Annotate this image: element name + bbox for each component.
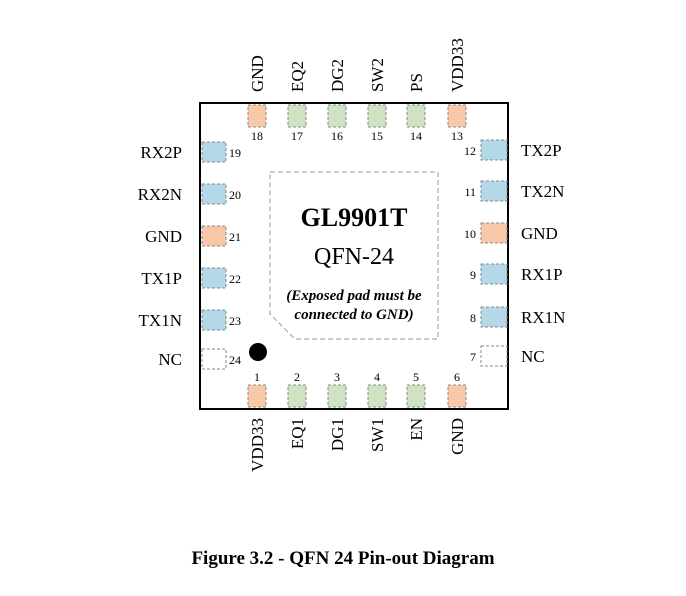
pin-24-pad: [201, 348, 227, 370]
pin-5-pad: [406, 384, 426, 408]
pin-16-number: 16: [331, 129, 343, 143]
pin-15-number: 15: [371, 129, 383, 143]
pin-23-label: TX1N: [139, 311, 182, 330]
pin-22-label: TX1P: [141, 269, 182, 288]
exposed-pad-note-line1: (Exposed pad must be: [286, 288, 422, 304]
pin-5-number: 5: [413, 370, 419, 384]
chip-name: GL9901T: [301, 203, 408, 232]
pin-11-number: 11: [464, 185, 476, 199]
pin-24-label: NC: [158, 350, 182, 369]
pin-18-number: 18: [251, 129, 263, 143]
pin-3-number: 3: [334, 370, 340, 384]
exposed-pad: [269, 171, 439, 340]
pin-4-pad: [367, 384, 387, 408]
pin-12-number: 12: [464, 144, 476, 158]
pin-9-pad: [480, 263, 508, 285]
pin-17-number: 17: [291, 129, 303, 143]
pin-19-pad: [201, 141, 227, 163]
pin-12-pad: [480, 139, 508, 161]
pin-13-label: VDD33: [448, 38, 467, 92]
pin-2-label: EQ1: [288, 418, 307, 449]
pin-4-number: 4: [374, 370, 380, 384]
pin-20-pad: [201, 183, 227, 205]
pin-1-label: VDD33: [248, 418, 267, 472]
pin-23-pad: [201, 309, 227, 331]
pin-22-number: 22: [229, 272, 241, 286]
pin-17-label: EQ2: [288, 61, 307, 92]
pin-14-pad: [406, 104, 426, 128]
pin-22-pad: [201, 267, 227, 289]
figure-caption: Figure 3.2 - QFN 24 Pin-out Diagram: [191, 548, 495, 569]
pin-3-label: DG1: [328, 418, 347, 451]
pin-1-number: 1: [254, 370, 260, 384]
pin-13-number: 13: [451, 129, 463, 143]
pin-11-pad: [480, 180, 508, 202]
pin-6-pad: [447, 384, 467, 408]
pin-17-pad: [287, 104, 307, 128]
pin-7-pad: [480, 345, 508, 367]
pin-10-pad: [480, 222, 508, 244]
pin-4-label: SW1: [368, 418, 387, 452]
pin-21-number: 21: [229, 230, 241, 244]
pin-20-number: 20: [229, 188, 241, 202]
pin-8-pad: [480, 306, 508, 328]
pin-21-label: GND: [145, 227, 182, 246]
pin-7-label: NC: [521, 347, 545, 366]
pin-1-pad: [247, 384, 267, 408]
pin-15-label: SW2: [368, 58, 387, 92]
pin-11-label: TX2N: [521, 182, 564, 201]
pin-2-number: 2: [294, 370, 300, 384]
pin-14-number: 14: [410, 129, 422, 143]
pin1-marker-dot: [249, 343, 267, 361]
pin-9-label: RX1P: [521, 265, 563, 284]
pin-12-label: TX2P: [521, 141, 562, 160]
pin-13-pad: [447, 104, 467, 128]
pin-18-pad: [247, 104, 267, 128]
pin-24-number: 24: [229, 353, 241, 367]
pin-23-number: 23: [229, 314, 241, 328]
pin-8-number: 8: [470, 311, 476, 325]
pin-21-pad: [201, 225, 227, 247]
pin-20-label: RX2N: [138, 185, 182, 204]
pin-19-number: 19: [229, 146, 241, 160]
pin-7-number: 7: [470, 350, 476, 364]
pin-16-label: DG2: [328, 59, 347, 92]
pin-19-label: RX2P: [140, 143, 182, 162]
pin-9-number: 9: [470, 268, 476, 282]
pin-10-label: GND: [521, 224, 558, 243]
pin-14-label: PS: [407, 73, 426, 92]
pin-16-pad: [327, 104, 347, 128]
pin-6-label: GND: [448, 418, 467, 455]
exposed-pad-note-line2: connected to GND): [294, 307, 413, 323]
pin-6-number: 6: [454, 370, 460, 384]
package-name: QFN-24: [314, 244, 394, 270]
pin-18-label: GND: [248, 55, 267, 92]
pin-3-pad: [327, 384, 347, 408]
pin-8-label: RX1N: [521, 308, 565, 327]
pin-15-pad: [367, 104, 387, 128]
pin-2-pad: [287, 384, 307, 408]
pin-5-label: EN: [407, 418, 426, 441]
pin-10-number: 10: [464, 227, 476, 241]
